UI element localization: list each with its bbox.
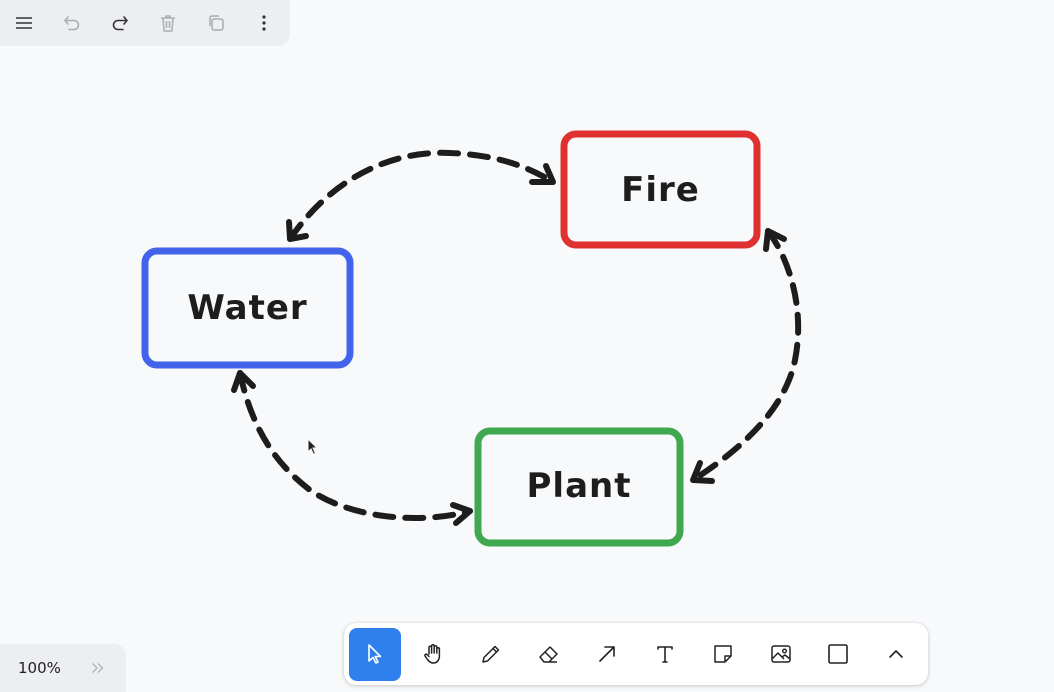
media-tool[interactable] bbox=[754, 628, 806, 681]
trash-icon bbox=[161, 15, 175, 32]
undo-button[interactable] bbox=[48, 0, 96, 46]
water-label: Water bbox=[187, 288, 308, 328]
main-menu-bar bbox=[0, 0, 290, 46]
more-vertical-icon bbox=[262, 15, 266, 31]
eraser-icon bbox=[539, 646, 558, 663]
fire-label: Fire bbox=[621, 170, 700, 210]
redo-icon bbox=[112, 16, 128, 31]
fire-box[interactable] bbox=[560, 130, 761, 249]
note-tool[interactable] bbox=[696, 628, 748, 681]
pencil-icon bbox=[482, 645, 500, 663]
more-button[interactable] bbox=[240, 0, 288, 46]
undo-icon bbox=[64, 16, 80, 31]
mouse-pointer-icon bbox=[307, 438, 319, 456]
delete-button[interactable] bbox=[144, 0, 192, 46]
more-tools-button[interactable] bbox=[870, 628, 922, 681]
text-tool[interactable] bbox=[639, 628, 691, 681]
hand-icon bbox=[424, 644, 441, 664]
main-menu-button[interactable] bbox=[0, 0, 48, 46]
hand-tool[interactable] bbox=[407, 628, 459, 681]
menu-icon bbox=[16, 17, 32, 29]
tools-toolbar bbox=[344, 623, 928, 685]
plant-label: Plant bbox=[526, 466, 632, 506]
text-icon bbox=[656, 646, 673, 663]
sticky-note-icon bbox=[713, 645, 732, 663]
arrow-fire-plant[interactable] bbox=[690, 228, 802, 484]
chevrons-right-icon bbox=[92, 663, 104, 673]
cursor-icon bbox=[368, 644, 382, 664]
arrow-water-fire[interactable] bbox=[286, 149, 556, 242]
draw-tool[interactable] bbox=[465, 628, 517, 681]
plant-box[interactable] bbox=[474, 427, 684, 547]
image-icon bbox=[770, 645, 791, 663]
zoom-panel: 100% bbox=[0, 644, 126, 692]
redo-button[interactable] bbox=[96, 0, 144, 46]
duplicate-icon bbox=[209, 15, 224, 31]
rectangle-tool[interactable] bbox=[812, 628, 864, 681]
chevron-up-icon bbox=[889, 650, 904, 658]
water-box[interactable] bbox=[141, 247, 354, 369]
arrow-icon bbox=[598, 646, 615, 662]
expand-minimap-button[interactable] bbox=[88, 658, 108, 678]
select-tool[interactable] bbox=[349, 627, 402, 681]
duplicate-button[interactable] bbox=[192, 0, 240, 46]
rectangle-icon bbox=[828, 644, 849, 664]
arrow-tool[interactable] bbox=[581, 628, 633, 681]
eraser-tool[interactable] bbox=[523, 628, 575, 681]
zoom-level[interactable]: 100% bbox=[18, 659, 61, 677]
arrow-plant-water[interactable] bbox=[231, 370, 473, 526]
